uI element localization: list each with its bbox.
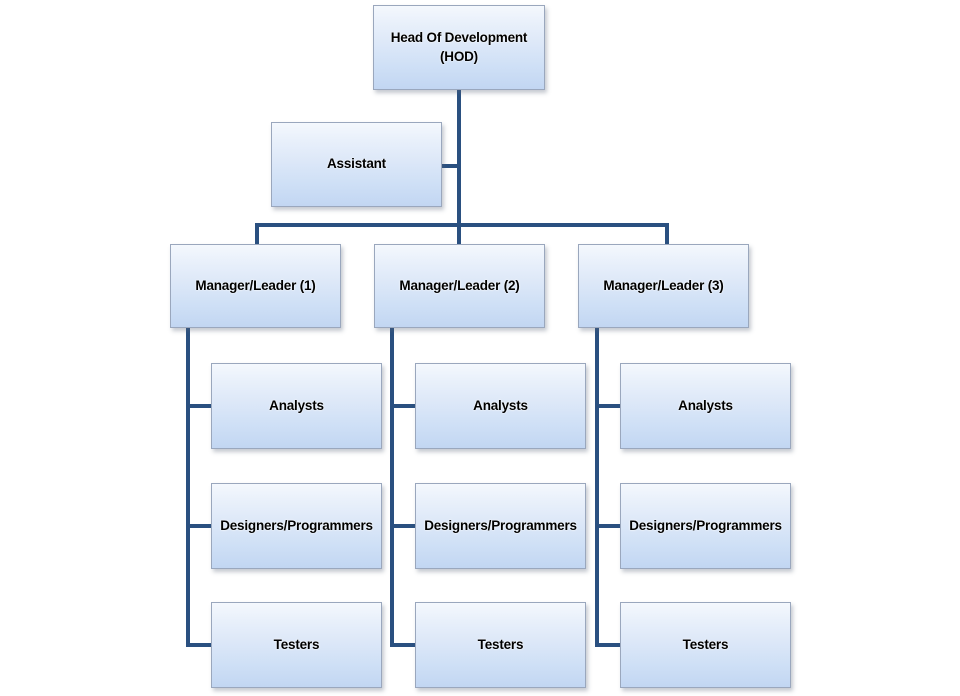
node-assistant[interactable]: Assistant [271,122,442,207]
node-label: Manager/Leader (2) [399,277,520,293]
node-manager-leader-1[interactable]: Manager/Leader (1) [170,244,341,328]
node-label: Analysts [269,397,324,413]
connector-col3-testers-stub [595,643,622,647]
node-label: Manager/Leader (1) [195,277,316,293]
node-testers-1[interactable]: Testers [211,602,382,688]
connector-col2-spine [390,326,394,647]
connector-hod-trunk [457,90,461,246]
node-label: Designers/Programmers [424,517,577,533]
node-analysts-2[interactable]: Analysts [415,363,586,449]
connector-col2-testers-stub [390,643,417,647]
connector-col2-designers-stub [390,524,417,528]
node-label: Analysts [473,397,528,413]
connector-col1-spine [186,326,190,647]
connector-assistant-stub [441,164,459,168]
node-label: Testers [682,636,729,652]
node-testers-3[interactable]: Testers [620,602,791,688]
connector-col2-analysts-stub [390,404,417,408]
connector-col3-analysts-stub [595,404,622,408]
node-analysts-3[interactable]: Analysts [620,363,791,449]
node-head-of-development[interactable]: Head Of Development (HOD) [373,5,545,90]
connector-manager1-drop [255,223,259,246]
node-label: Head Of Development (HOD) [390,30,528,64]
connector-manager-bus [255,223,669,227]
node-manager-leader-3[interactable]: Manager/Leader (3) [578,244,749,328]
node-label: Analysts [678,397,733,413]
connector-manager3-drop [665,223,669,246]
node-label: Designers/Programmers [629,517,782,533]
node-label: Designers/Programmers [220,517,373,533]
node-analysts-1[interactable]: Analysts [211,363,382,449]
connector-col1-testers-stub [186,643,213,647]
node-label: Testers [273,636,320,652]
connector-col1-analysts-stub [186,404,213,408]
node-label: Assistant [327,156,386,172]
connector-col3-spine [595,326,599,647]
connector-col3-designers-stub [595,524,622,528]
node-designers-programmers-2[interactable]: Designers/Programmers [415,483,586,569]
node-designers-programmers-3[interactable]: Designers/Programmers [620,483,791,569]
node-manager-leader-2[interactable]: Manager/Leader (2) [374,244,545,328]
node-designers-programmers-1[interactable]: Designers/Programmers [211,483,382,569]
connector-col1-designers-stub [186,524,213,528]
node-label: Manager/Leader (3) [603,277,724,293]
node-label: Testers [477,636,524,652]
node-testers-2[interactable]: Testers [415,602,586,688]
